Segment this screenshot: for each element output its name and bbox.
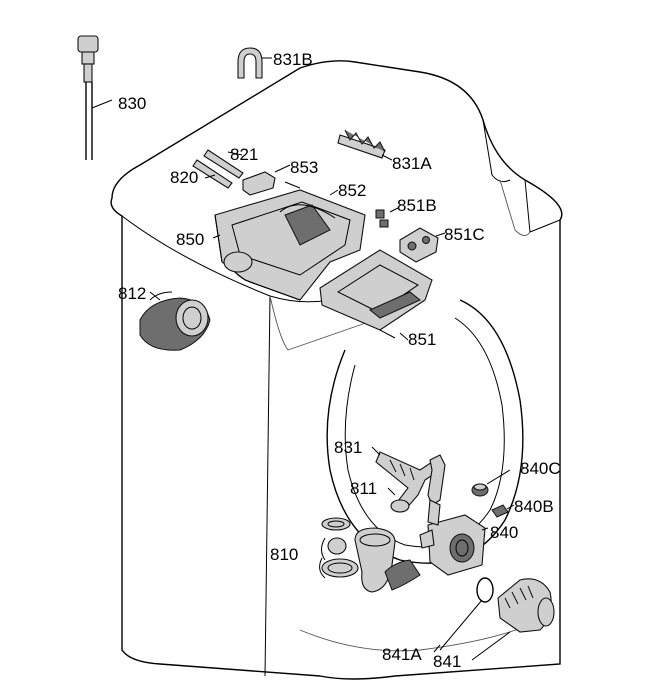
label-820: 820 — [170, 168, 198, 187]
part-840-pump — [419, 499, 489, 576]
label-841a: 841A — [382, 645, 422, 664]
machine-cabinet — [110, 60, 563, 680]
label-851b: 851B — [397, 196, 437, 215]
part-840c-840b-small — [471, 469, 515, 518]
label-840: 840 — [490, 523, 518, 542]
part-812-door-seal — [139, 291, 211, 351]
label-821: 821 — [230, 145, 258, 164]
label-851: 851 — [408, 330, 436, 349]
label-853: 853 — [290, 158, 318, 177]
label-840c: 840C — [520, 459, 561, 478]
label-831b: 831B — [273, 50, 313, 69]
part-850-852-dispenser-housing — [212, 189, 366, 301]
label-852: 852 — [338, 181, 366, 200]
part-851c-valve-block — [399, 227, 446, 263]
part-820-821-rods — [192, 149, 244, 189]
label-810: 810 — [270, 545, 298, 564]
label-840b: 840B — [514, 497, 554, 516]
part-851b-clips — [375, 207, 399, 228]
part-810-sump-assembly — [319, 517, 421, 593]
part-830-inlet-hose — [77, 35, 113, 160]
label-831a: 831A — [392, 154, 432, 173]
label-811: 811 — [350, 479, 377, 498]
part-851-detergent-drawer — [319, 249, 433, 339]
part-853-bracket — [242, 164, 291, 196]
label-831: 831 — [334, 438, 362, 457]
leader-lines — [284, 181, 441, 653]
label-850: 850 — [176, 230, 204, 249]
part-831b-u-hose — [237, 47, 272, 79]
label-812: 812 — [118, 284, 146, 303]
part-labels: 830 831B 821 820 853 831A 852 851B 850 8… — [118, 50, 561, 671]
part-831a-clip-strip — [337, 129, 393, 161]
part-841a-841-filter — [439, 577, 555, 661]
part-831-811-hoses — [371, 446, 446, 513]
label-841: 841 — [433, 652, 461, 671]
label-830: 830 — [118, 94, 146, 113]
label-851c: 851C — [444, 225, 485, 244]
